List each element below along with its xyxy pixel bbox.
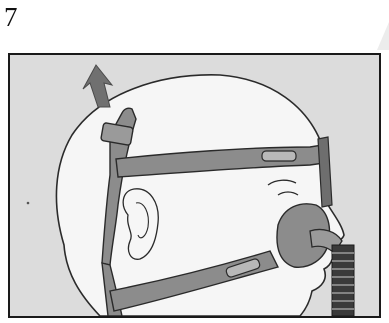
air-tube: [332, 245, 354, 316]
step-number: 7: [4, 2, 18, 32]
illustration-panel: [8, 53, 381, 318]
page-corner-icon: [375, 22, 389, 50]
up-arrow-icon: [83, 65, 112, 107]
mark-dot: [27, 202, 30, 205]
headgear-fitting-diagram: [10, 55, 379, 316]
upper-strap-slot: [262, 151, 296, 161]
